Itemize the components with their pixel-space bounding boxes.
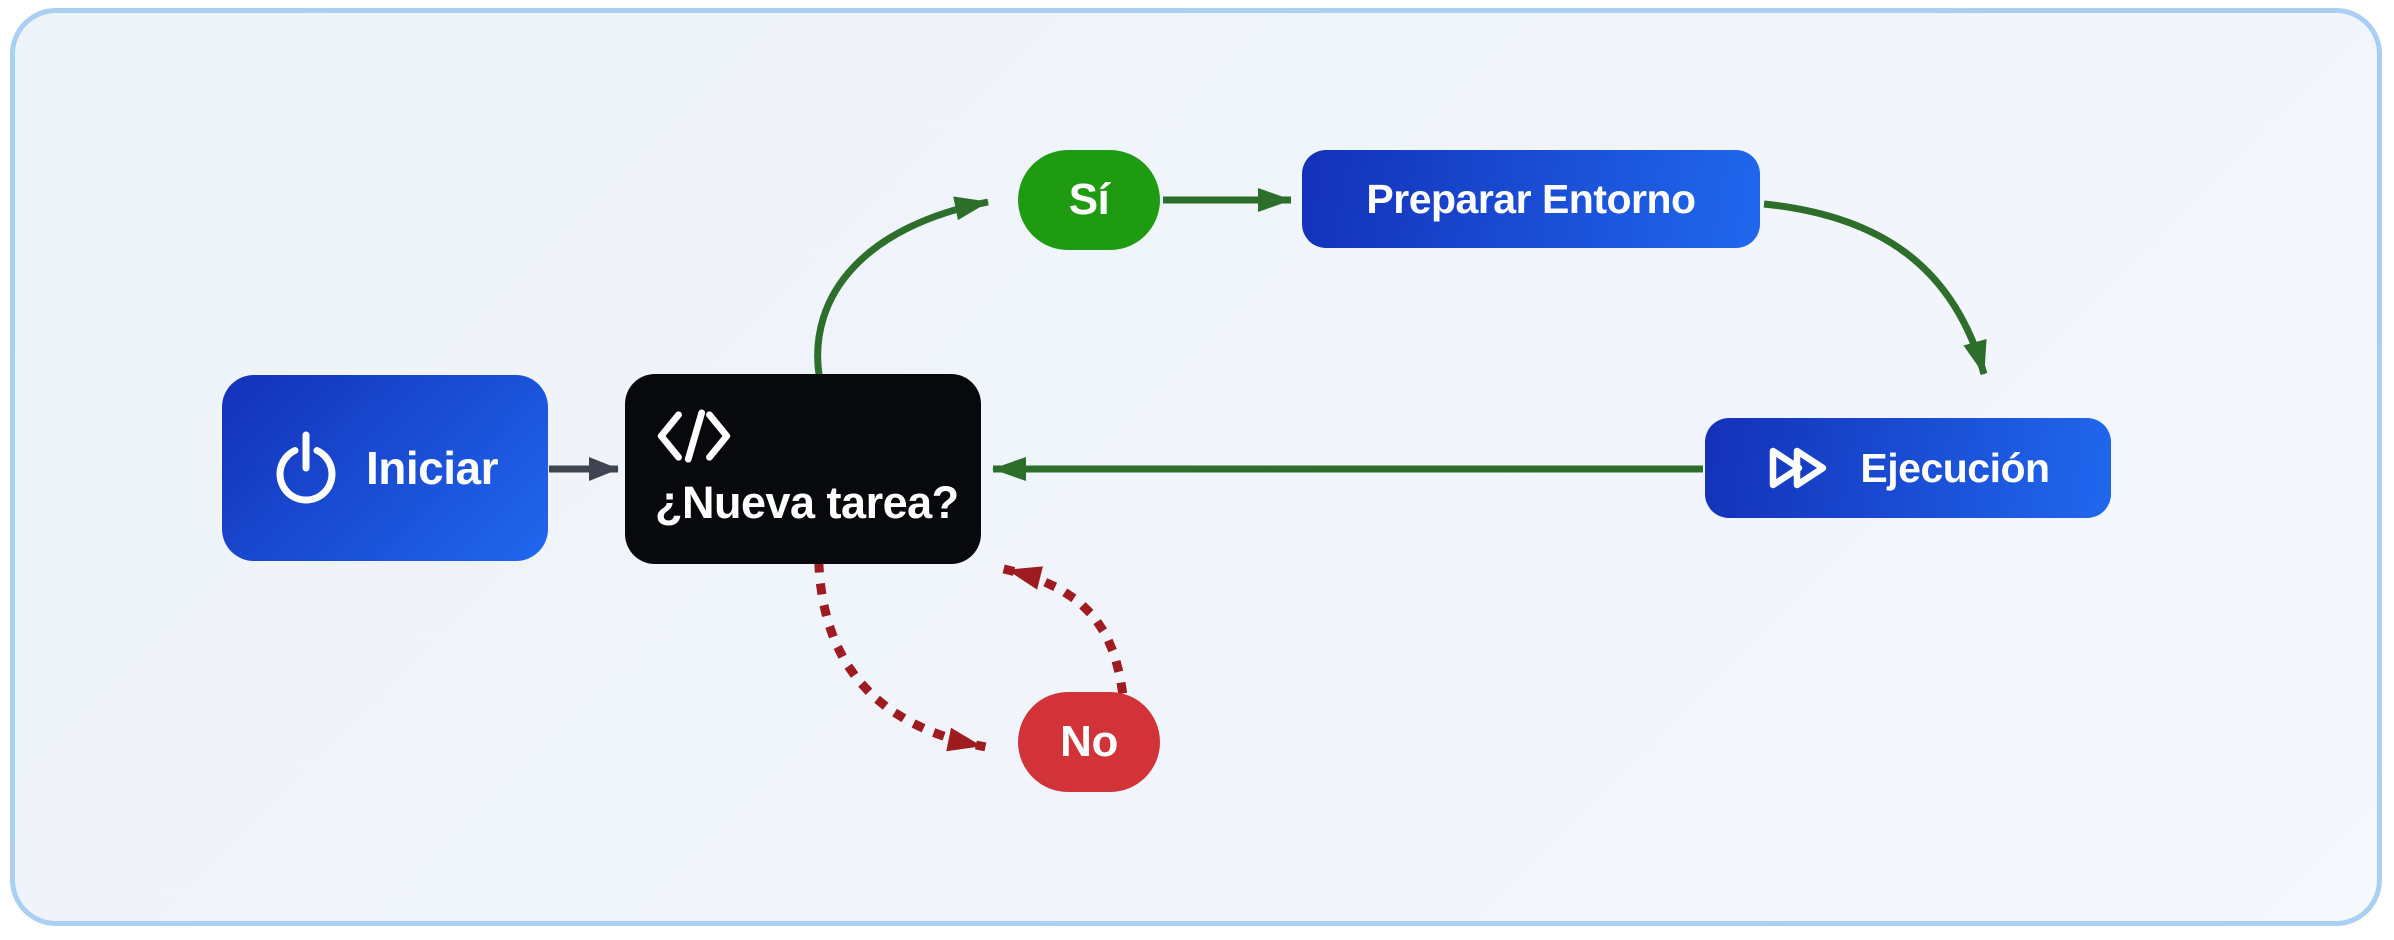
edge-nueva-tarea-to-no	[814, 561, 987, 752]
node-nueva-tarea-label: ¿Nueva tarea?	[655, 477, 959, 528]
node-si: Sí	[1018, 150, 1160, 250]
node-preparar-entorno: Preparar Entorno	[1302, 150, 1760, 248]
node-si-label: Sí	[1068, 175, 1110, 224]
node-no-label: No	[1060, 717, 1118, 766]
edge-nueva-tarea-to-si	[814, 196, 989, 376]
node-iniciar-label: Iniciar	[365, 442, 499, 494]
node-ejecucion: Ejecución	[1705, 418, 2111, 518]
node-nueva-tarea: ¿Nueva tarea?	[625, 374, 981, 564]
node-preparar-entorno-label: Preparar Entorno	[1366, 175, 1696, 222]
fast-forward-icon	[1770, 447, 1827, 489]
edge-preparar-to-ejecucion	[1763, 200, 1988, 375]
edge-no-to-nueva-tarea	[1002, 564, 1128, 695]
node-no: No	[1018, 692, 1160, 792]
code-icon	[657, 409, 731, 463]
node-ejecucion-label: Ejecución	[1860, 444, 2050, 491]
power-icon	[276, 431, 336, 504]
node-iniciar: Iniciar	[222, 375, 548, 561]
